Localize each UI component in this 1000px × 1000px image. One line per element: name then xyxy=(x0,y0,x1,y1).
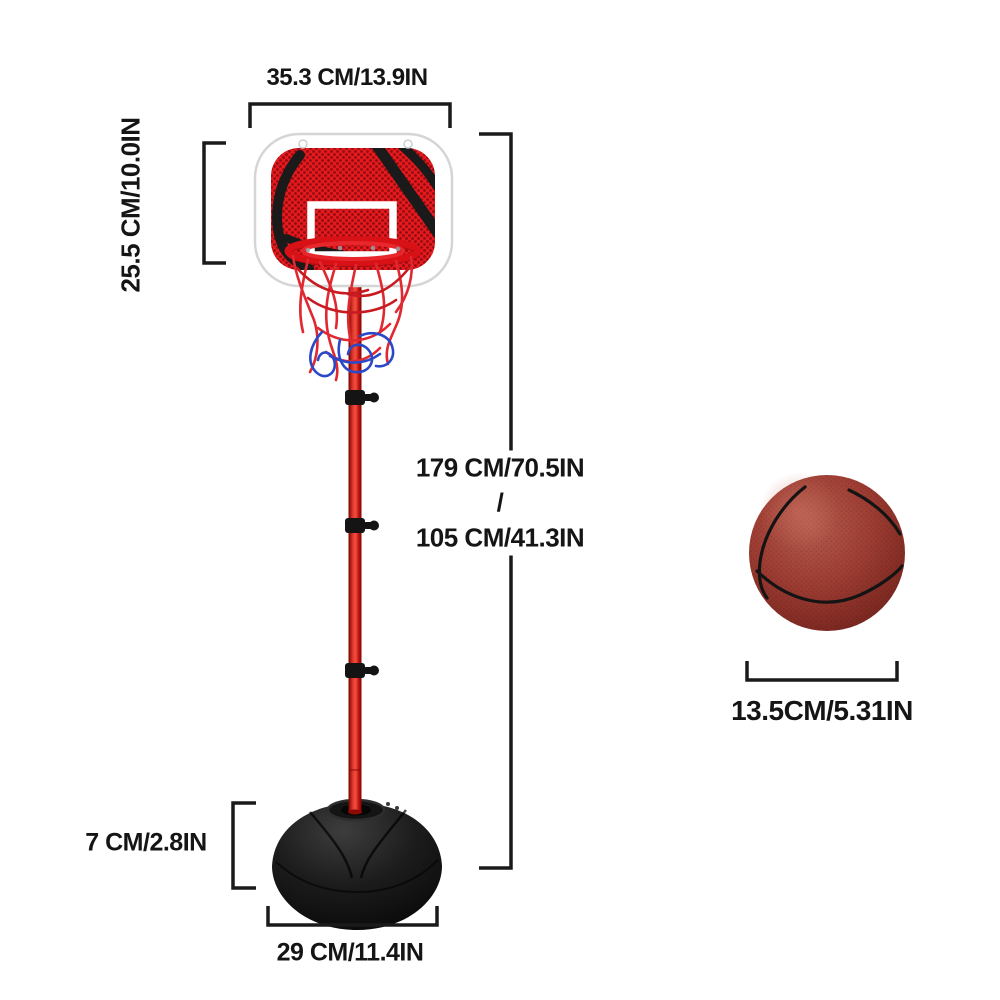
net-tangle-blue xyxy=(309,330,395,378)
ball-diameter-label: 13.5CM/5.31IN xyxy=(731,695,913,726)
rim xyxy=(284,236,422,267)
board-screw-hole-left xyxy=(298,139,308,149)
board-width-bracket xyxy=(248,102,452,128)
base-height-bracket xyxy=(231,801,256,890)
net xyxy=(291,254,414,382)
ball-width-bracket xyxy=(745,661,899,682)
rim-net-hooks xyxy=(305,245,401,253)
basketball-stand-illustration xyxy=(253,132,454,930)
board-height-label: 25.5 CM/10.0IN xyxy=(115,117,146,293)
stand-height-label: 179 CM/70.5IN / 105 CM/41.3IN xyxy=(405,450,595,556)
shooter-square xyxy=(307,201,397,259)
board-width-label: 35.3 CM/13.9IN xyxy=(266,64,428,91)
stand-height-max: 179 CM/70.5IN xyxy=(415,452,585,483)
board-height-bracket xyxy=(202,141,226,265)
pole-clamps xyxy=(345,390,379,678)
base-width-label: 29 CM/11.4IN xyxy=(276,938,424,967)
base-width-bracket xyxy=(266,906,439,927)
pole-clamp-bottom xyxy=(345,663,379,678)
base xyxy=(272,769,442,930)
mini-basketball xyxy=(749,472,905,631)
stand-height-separator: / xyxy=(496,487,504,518)
board-screw-hole-right xyxy=(403,139,413,149)
pole-clamp-middle xyxy=(345,518,379,533)
ball-seams xyxy=(755,485,904,604)
pole-clamp-top xyxy=(345,390,379,405)
stand-height-min: 105 CM/41.3IN xyxy=(415,522,585,553)
pole-base-section xyxy=(348,769,362,813)
base-height-label: 7 CM/2.8IN xyxy=(85,828,207,857)
